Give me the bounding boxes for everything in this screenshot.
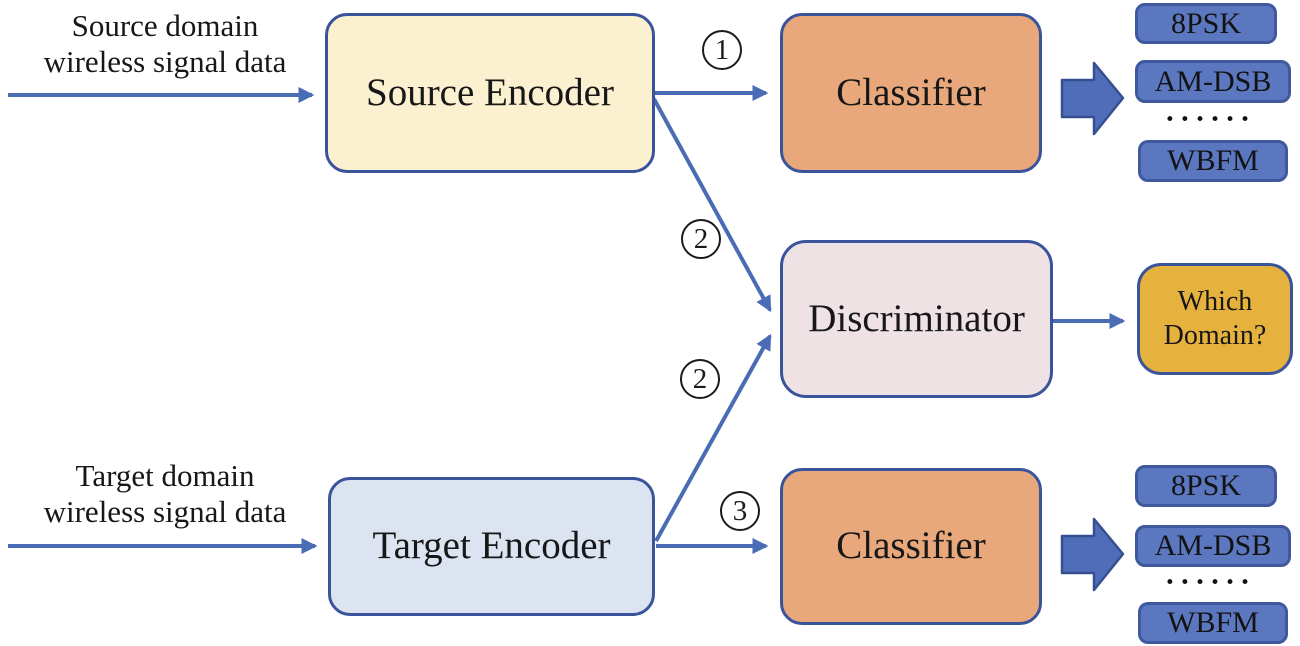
target-encoder-label: Target Encoder (372, 524, 611, 568)
target-encoder-node: Target Encoder (328, 477, 655, 616)
output-top-amdsb: AM-DSB (1135, 60, 1291, 103)
block-arrow-top-icon (1060, 61, 1125, 136)
output-bottom-wbfm: WBFM (1138, 602, 1288, 644)
source-input-line2: wireless signal data (43, 44, 287, 79)
output-bottom-8psk: 8PSK (1135, 465, 1277, 507)
target-input-line1: Target domain (75, 458, 255, 493)
source-input-line1: Source domain (71, 8, 259, 43)
output-top-wbfm: WBFM (1138, 140, 1288, 182)
step-3-badge: 3 (720, 491, 760, 531)
discriminator-node: Discriminator (780, 240, 1053, 398)
which-domain-line1: Which (1177, 285, 1253, 317)
step-2-upper-badge: 2 (681, 219, 721, 259)
which-domain-label: Which Domain? (1164, 285, 1267, 353)
source-encoder-label: Source Encoder (366, 70, 614, 114)
output-top-8psk: 8PSK (1135, 3, 1277, 44)
classifier-bottom-label: Classifier (836, 524, 986, 568)
classifier-top-label: Classifier (836, 70, 986, 114)
output-bottom-ellipsis: •••••• (1164, 573, 1256, 593)
which-domain-node: Which Domain? (1137, 263, 1293, 375)
classifier-bottom-node: Classifier (780, 468, 1042, 625)
target-input-line2: wireless signal data (43, 494, 287, 529)
classifier-top-node: Classifier (780, 13, 1042, 173)
step-1-badge: 1 (702, 30, 742, 70)
arrow-target-to-discriminator (654, 333, 772, 542)
block-arrow-bottom-icon (1060, 517, 1125, 592)
target-input-label: Target domain wireless signal data (0, 458, 330, 530)
source-encoder-node: Source Encoder (325, 13, 655, 173)
discriminator-label: Discriminator (808, 296, 1025, 340)
source-input-label: Source domain wireless signal data (0, 8, 330, 80)
step-2-lower-badge: 2 (680, 359, 720, 399)
output-top-ellipsis: •••••• (1164, 110, 1256, 130)
output-bottom-amdsb: AM-DSB (1135, 525, 1291, 567)
arrow-source-to-discriminator (652, 98, 772, 313)
which-domain-line2: Domain? (1163, 320, 1267, 351)
